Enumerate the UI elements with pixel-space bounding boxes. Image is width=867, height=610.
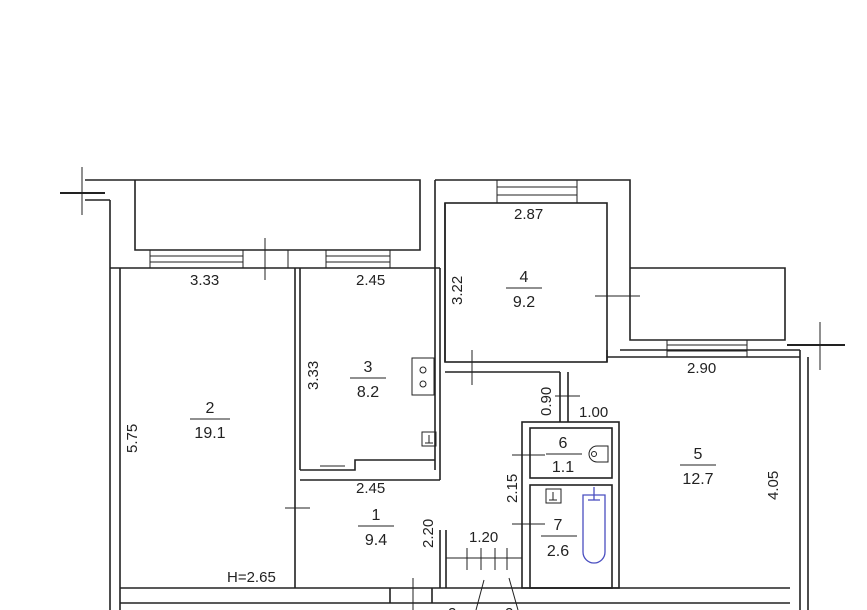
room-1-label: 1 9.4 xyxy=(358,507,394,549)
room-3-label: 3 8.2 xyxy=(350,359,386,401)
window xyxy=(325,249,391,269)
bathtub-icon xyxy=(582,487,606,564)
room-labels: 1 9.4 2 19.1 3 8.2 4 9.2 5 12.7 6 1.1 xyxy=(190,269,716,560)
walls xyxy=(85,179,809,610)
svg-text:5: 5 xyxy=(694,446,703,463)
svg-text:0.90: 0.90 xyxy=(538,387,555,416)
svg-text:1: 1 xyxy=(372,507,381,524)
toilet-icon xyxy=(588,445,609,463)
window xyxy=(149,249,244,269)
washbasin-icon xyxy=(545,488,562,504)
dimension-ticks xyxy=(60,167,845,610)
svg-text:2.90: 2.90 xyxy=(687,360,716,377)
svg-text:9.2: 9.2 xyxy=(513,294,535,311)
svg-text:4: 4 xyxy=(520,269,529,286)
svg-text:2: 2 xyxy=(448,605,456,610)
window xyxy=(496,179,578,204)
svg-text:3: 3 xyxy=(364,359,373,376)
fixtures xyxy=(411,357,609,564)
stove-icon xyxy=(411,357,435,396)
svg-text:1.20: 1.20 xyxy=(469,529,498,546)
svg-text:6: 6 xyxy=(559,435,568,452)
room-7-label: 7 2.6 xyxy=(541,517,577,560)
dimension-labels: 3.33 5.75 2.45 3.33 2.87 3.22 2.90 4.05 … xyxy=(124,206,782,610)
room-4-label: 4 9.2 xyxy=(506,269,542,311)
room-2-label: 2 19.1 xyxy=(190,400,230,442)
svg-text:1.1: 1.1 xyxy=(552,459,574,476)
svg-text:H=2.65: H=2.65 xyxy=(227,569,276,586)
room-6-label: 6 1.1 xyxy=(546,435,582,476)
svg-text:5.75: 5.75 xyxy=(124,424,141,453)
svg-text:2.45: 2.45 xyxy=(356,272,385,289)
window xyxy=(666,339,748,358)
svg-text:2.87: 2.87 xyxy=(514,206,543,223)
svg-text:9.4: 9.4 xyxy=(365,532,387,549)
svg-text:2: 2 xyxy=(206,400,215,417)
svg-text:7: 7 xyxy=(554,517,563,534)
svg-text:1.00: 1.00 xyxy=(579,404,608,421)
sink-icon xyxy=(421,431,437,447)
svg-text:3.33: 3.33 xyxy=(305,361,322,390)
room-5-label: 5 12.7 xyxy=(680,446,716,488)
svg-text:2.15: 2.15 xyxy=(504,474,521,503)
svg-text:3.33: 3.33 xyxy=(190,272,219,289)
svg-text:2.20: 2.20 xyxy=(420,519,437,548)
svg-text:19.1: 19.1 xyxy=(194,425,225,442)
svg-text:4.05: 4.05 xyxy=(765,471,782,500)
svg-text:2.6: 2.6 xyxy=(547,543,569,560)
svg-text:2: 2 xyxy=(505,605,513,610)
svg-text:8.2: 8.2 xyxy=(357,384,379,401)
svg-text:2.45: 2.45 xyxy=(356,480,385,497)
svg-text:12.7: 12.7 xyxy=(682,471,713,488)
svg-text:3.22: 3.22 xyxy=(449,276,466,305)
